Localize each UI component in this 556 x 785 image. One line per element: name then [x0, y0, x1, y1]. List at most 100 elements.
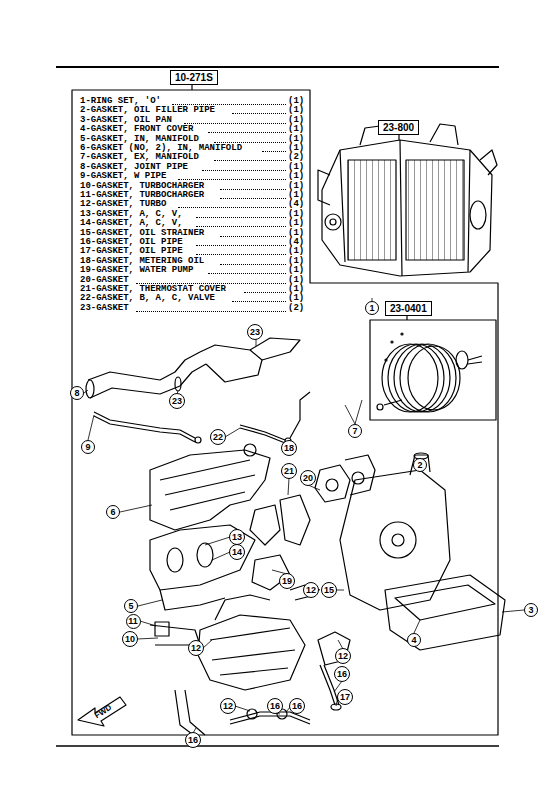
o-ring-set: [377, 333, 482, 412]
oil-pan: [385, 575, 505, 650]
callout-text: 12: [338, 651, 348, 661]
callout-text: 14: [232, 547, 242, 557]
callout-text: 10: [125, 634, 135, 644]
leader-lines: [84, 298, 524, 733]
dot-leader: [214, 160, 286, 161]
callout-text: 20: [303, 473, 313, 483]
callout-number: 16: [289, 698, 305, 714]
callout-number: 18: [281, 440, 297, 456]
dot-leader: [178, 207, 286, 208]
callout-text: 16: [188, 735, 198, 745]
front-cover: [340, 453, 450, 610]
callout-number: 8: [70, 386, 84, 400]
exhaust-pipe: [86, 338, 300, 398]
callout-text: 12: [306, 585, 316, 595]
callout-number: 13: [229, 529, 245, 545]
callout-number: 1: [365, 301, 379, 315]
callout-text: 4: [411, 635, 416, 645]
fwd-label: FWD: [92, 702, 113, 721]
dot-leader: [244, 292, 286, 293]
callout-text: 12: [223, 701, 233, 711]
callout-number: 7: [348, 424, 362, 438]
dot-leader: [208, 273, 286, 274]
dot-leader: [232, 301, 286, 302]
dot-leader: [220, 264, 286, 265]
exhaust-manifold-gaskets: [250, 455, 375, 590]
oil-pipes: [175, 665, 341, 740]
metering-oil-pipe: [240, 392, 310, 444]
callout-number: 12: [220, 698, 236, 714]
callout-number: 9: [81, 440, 95, 454]
callout-text: 12: [191, 643, 201, 653]
part-number: 23-0401: [390, 303, 427, 314]
callout-text: 3: [528, 605, 533, 615]
callout-text: 16: [270, 701, 280, 711]
callout-number: 2: [413, 458, 427, 472]
parts-list-item: 23-GASKET: [80, 303, 129, 314]
callout-number: 15: [321, 582, 337, 598]
callout-text: 6: [110, 507, 115, 517]
callout-text: 16: [337, 669, 347, 679]
callout-text: 18: [284, 443, 294, 453]
callout-number: 4: [407, 633, 421, 647]
callout-text: 9: [85, 442, 90, 452]
fwd-arrow: [78, 697, 126, 726]
callout-number: 6: [106, 505, 120, 519]
callout-text: 7: [352, 426, 357, 436]
callout-text: 8: [74, 388, 79, 398]
part-number: 23-800: [383, 122, 414, 133]
callout-number: 11: [126, 614, 141, 629]
dot-leader: [262, 151, 286, 152]
callout-text: 5: [128, 601, 133, 611]
callout-number: 12: [303, 582, 319, 598]
dot-leader: [184, 123, 286, 124]
callout-number: 20: [300, 470, 316, 486]
callout-text: 11: [128, 616, 138, 626]
dot-leader: [220, 189, 286, 190]
callout-number: 12: [188, 640, 204, 656]
dot-leader: [196, 226, 286, 227]
water-pipe: [94, 412, 201, 443]
callout-number: 22: [210, 429, 226, 445]
callout-number: 3: [524, 603, 538, 617]
dot-leader: [232, 113, 286, 114]
part-number-box: 10-271S: [170, 70, 218, 85]
callout-number: 14: [229, 544, 245, 560]
callout-number: 21: [281, 463, 297, 479]
callout-text: 22: [213, 432, 223, 442]
callout-number: 12: [335, 648, 351, 664]
dot-leader: [220, 198, 286, 199]
dot-leader: [220, 236, 286, 237]
dot-leader: [196, 245, 286, 246]
callout-text: 23: [250, 327, 260, 337]
callout-text: 21: [284, 466, 294, 476]
engine-assembly: [318, 124, 497, 276]
callout-text: 13: [232, 532, 242, 542]
callout-number: 23: [169, 393, 185, 409]
callout-number: 16: [267, 698, 283, 714]
intake-manifold: [150, 444, 270, 610]
dot-leader: [202, 170, 286, 171]
callout-text: 2: [417, 460, 422, 470]
callout-text: 23: [172, 396, 182, 406]
part-number: 10-271S: [175, 72, 213, 83]
callout-number: 23: [247, 324, 263, 340]
callout-number: 16: [334, 666, 350, 682]
callout-number: 16: [185, 732, 201, 748]
dot-leader: [196, 254, 286, 255]
callout-text: 1: [369, 303, 374, 313]
dot-leader: [136, 311, 286, 312]
part-number-box: 23-800: [378, 120, 419, 135]
callout-number: 17: [337, 689, 353, 705]
callout-number: 19: [279, 573, 295, 589]
part-number-box: 23-0401: [385, 301, 432, 316]
callout-text: 16: [292, 701, 302, 711]
callout-number: 10: [122, 631, 138, 647]
turbocharger: [150, 585, 350, 690]
dot-leader: [196, 217, 286, 218]
dot-leader: [208, 132, 286, 133]
callout-text: 19: [282, 576, 292, 586]
quantity: (2): [288, 303, 304, 314]
callout-text: 15: [324, 585, 334, 595]
